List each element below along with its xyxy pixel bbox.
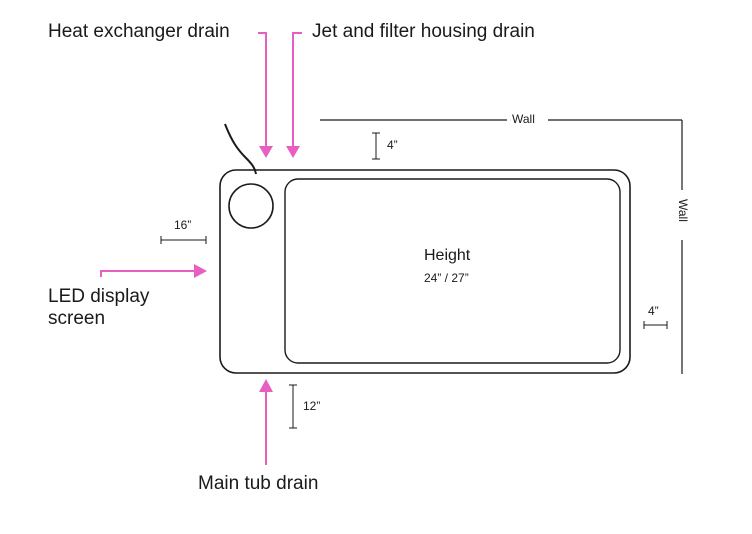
height-title: Height (424, 247, 471, 264)
led-display-arrowhead (194, 264, 207, 278)
jet-filter-arrow (292, 32, 302, 146)
clearance-top-label: 4” (387, 138, 398, 152)
callout-arrows (100, 32, 302, 465)
wall-right-label: Wall (676, 199, 690, 222)
heat-exchanger-arrowhead (259, 146, 273, 158)
main-drain-arrowhead (259, 379, 273, 392)
jet-filter-drain-label: Jet and filter housing drain (312, 21, 535, 42)
clearance-right-label: 4” (648, 304, 659, 318)
heat-exchanger-drain-label: Heat exchanger drain (48, 21, 230, 42)
clearance-left-label: 16” (174, 218, 192, 232)
control-circle (228, 183, 274, 229)
wall-top-label: Wall (512, 112, 535, 126)
height-values: 24” / 27” (424, 271, 469, 285)
clearance-bottom-label: 12” (303, 399, 321, 413)
power-cord (224, 123, 257, 175)
led-display-label-line1: LED display (48, 286, 150, 307)
clearance-markers (160, 132, 668, 429)
heat-exchanger-arrow (258, 32, 267, 146)
jet-filter-arrowhead (286, 146, 300, 158)
wall-lines (320, 119, 683, 374)
led-display-arrow (100, 270, 194, 277)
main-tub-drain-label: Main tub drain (198, 473, 319, 494)
tub-outer-shell (219, 169, 631, 374)
arrow-heads (194, 146, 300, 392)
led-display-label-line2: screen (48, 308, 106, 329)
tub-inner-basin (284, 178, 621, 364)
